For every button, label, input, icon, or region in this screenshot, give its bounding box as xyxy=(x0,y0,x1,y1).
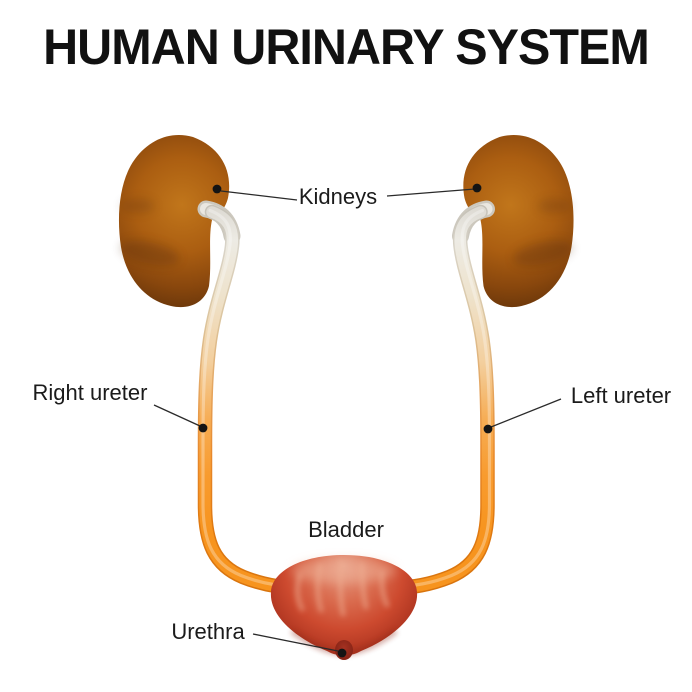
label-right-ureter: Right ureter xyxy=(32,380,148,405)
marker-dots xyxy=(198,183,493,658)
bladder-group xyxy=(270,555,418,660)
marker-dot-right-ureter xyxy=(198,423,208,433)
leader-line-left-ureter xyxy=(490,398,562,428)
label-kidneys: Kidneys xyxy=(298,184,378,209)
marker-dot-left-kidney xyxy=(472,183,482,193)
label-bladder: Bladder xyxy=(308,517,384,542)
diagram-title: HUMAN URINARY SYSTEM xyxy=(43,19,650,75)
leader-lines xyxy=(153,188,562,652)
leader-line-kidneys-right xyxy=(386,188,476,197)
leader-line-right-ureter xyxy=(153,404,201,427)
marker-dot-left-ureter xyxy=(483,424,493,434)
left-kidney-and-ureter xyxy=(392,135,575,588)
leader-line-kidneys-left xyxy=(220,190,298,201)
bladder-streaks xyxy=(295,559,390,617)
marker-dot-right-kidney xyxy=(212,184,222,194)
marker-dot-urethra xyxy=(337,648,347,658)
label-urethra: Urethra xyxy=(171,619,245,644)
leader-line-urethra xyxy=(252,633,339,652)
right-kidney-and-ureter xyxy=(118,135,301,588)
label-left-ureter: Left ureter xyxy=(570,383,672,408)
